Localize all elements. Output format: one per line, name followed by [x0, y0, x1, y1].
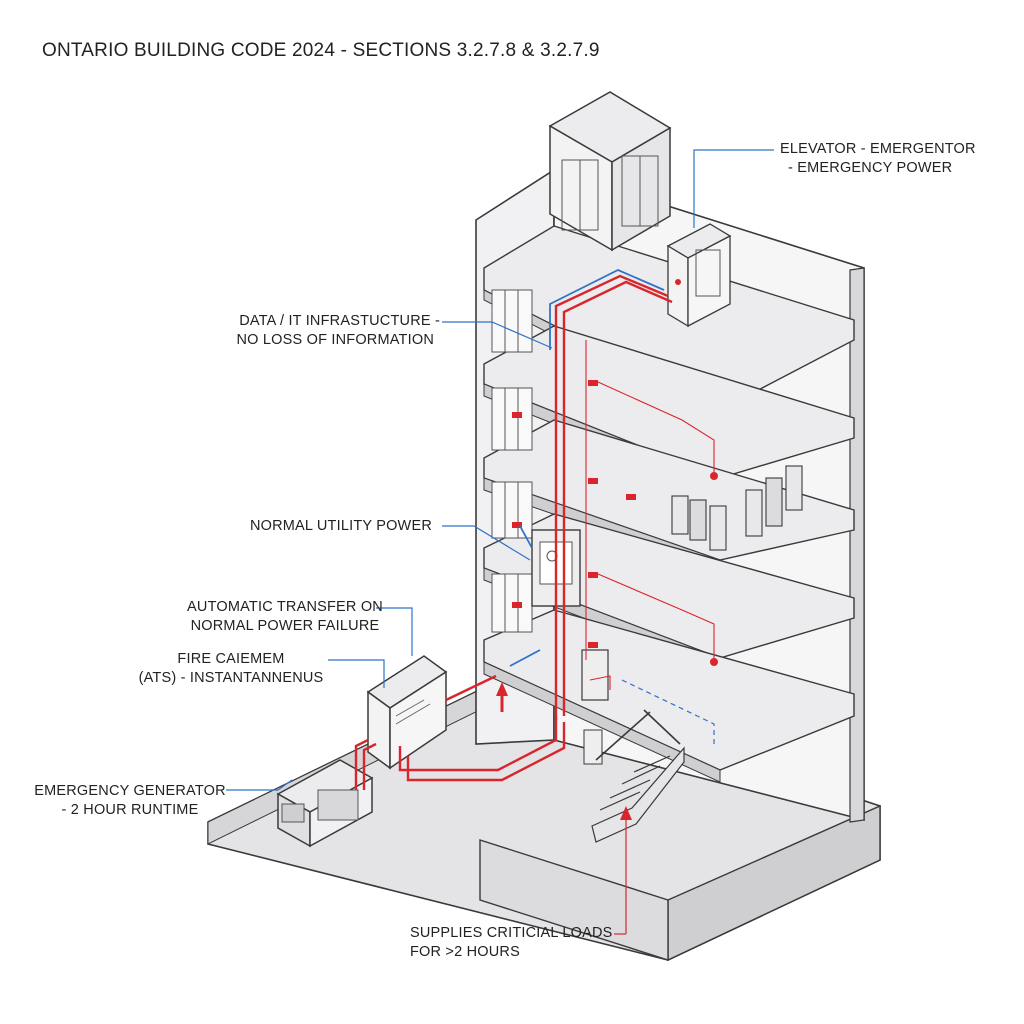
label-normal-power: NORMAL UTILITY POWER: [200, 517, 432, 536]
label-data-it-line-1: DATA / IT INFRASTUCTURE -: [239, 313, 440, 329]
label-critical-loads-line-2: FOR >2 HOURS: [410, 944, 520, 960]
label-ats: FIRE CAIEMEM (ATS) - INSTANTANNENUS: [116, 650, 346, 688]
label-normal-power-line-1: NORMAL UTILITY POWER: [249, 518, 432, 534]
label-ats-line-1: FIRE CAIEMEM: [177, 651, 285, 667]
emergency-generator: [276, 759, 374, 848]
staircase: [591, 709, 685, 843]
label-data-it-line-2: NO LOSS OF INFORMATION: [236, 332, 434, 348]
emergency-wiring: [354, 274, 673, 790]
label-auto-transfer: AUTOMATIC TRANSFER ON NORMAL POWER FAILU…: [170, 598, 400, 636]
diagram-title: ONTARIO BUILDING CODE 2024 - SECTIONS 3.…: [42, 40, 600, 61]
label-elevator-line-1: ELEVATOR - EMERGENTOR: [780, 141, 976, 157]
label-generator: EMERGENCY GENERATOR - 2 HOUR RUNTIME: [20, 782, 240, 820]
label-data-it: DATA / IT INFRASTUCTURE - NO LOSS OF INF…: [200, 312, 440, 350]
normal-wiring: [509, 269, 715, 744]
elevator-control-cabinet: [666, 223, 732, 328]
ats-cabinet: [366, 655, 448, 770]
label-critical-loads-line-1: SUPPLIES CRITICIAL LOADS: [410, 925, 613, 941]
server-racks: [671, 465, 803, 551]
label-elevator: ELEVATOR - EMERGENTOR - EMERGENCY POWER: [780, 140, 976, 178]
branch-circuits: [585, 340, 715, 690]
label-generator-line-1: EMERGENCY GENERATOR: [34, 783, 226, 799]
emergency-devices: [512, 380, 718, 666]
label-auto-transfer-line-2: NORMAL POWER FAILURE: [190, 618, 380, 634]
elevator-machine-room: [548, 91, 672, 252]
label-elevator-line-2: - EMERGENCY POWER: [788, 160, 953, 176]
label-ats-line-2: (ATS) - INSTANTANNENUS: [138, 670, 324, 686]
label-leaders: [226, 149, 774, 935]
label-auto-transfer-line-1: AUTOMATIC TRANSFER ON: [187, 599, 383, 615]
label-generator-line-2: - 2 HOUR RUNTIME: [61, 802, 199, 818]
label-critical-loads: SUPPLIES CRITICIAL LOADS FOR >2 HOURS: [410, 924, 613, 962]
critical-load-arrow: [496, 682, 632, 934]
